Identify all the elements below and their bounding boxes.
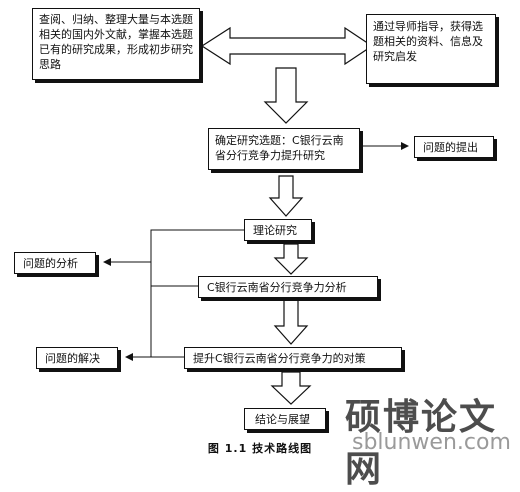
bracket-solution (150, 285, 198, 358)
advisor-text: 通过导师指导，获得选题相关的资料、信息及研究启发 (373, 20, 483, 63)
down-arrow-to-conclusion (270, 371, 312, 405)
theory-text: 理论研究 (253, 224, 297, 237)
connector-layer (103, 26, 409, 405)
problem-solution-box: 问题的解决 (36, 347, 118, 369)
problem-raised-box: 问题的提出 (414, 136, 494, 158)
strategy-box: 提升C银行云南省分行竞争力的对策 (184, 347, 402, 369)
figure-caption: 图 1.1 技术路线图 (207, 442, 313, 455)
down-arrow-to-topic (263, 67, 309, 124)
topic-box: 确定研究选题：C银行云南省分行竞争力提升研究 (208, 128, 360, 170)
problem-analysis-text: 问题的分析 (23, 257, 78, 270)
strategy-text: 提升C银行云南省分行竞争力的对策 (193, 352, 366, 365)
problem-analysis-box: 问题的分析 (14, 252, 96, 274)
down-arrow-to-competitiveness (273, 243, 309, 275)
down-arrow-to-theory (268, 175, 304, 217)
competitiveness-analysis-box: C银行云南省分行竞争力分析 (198, 276, 378, 298)
advisor-box: 通过导师指导，获得选题相关的资料、信息及研究启发 (366, 14, 496, 84)
literature-text: 查阅、归纳、整理大量与本选题相关的国内外文献，掌握本选题已有的研究成果，形成初步… (39, 13, 193, 71)
theory-box: 理论研究 (244, 219, 312, 241)
watermark-url: sblunwen.com (352, 430, 511, 455)
double-arrow (200, 26, 374, 66)
down-arrow-to-strategy (273, 299, 309, 345)
conclusion-text: 结论与展望 (255, 413, 310, 426)
competitiveness-analysis-text: C银行云南省分行竞争力分析 (207, 281, 347, 294)
conclusion-box: 结论与展望 (244, 408, 326, 430)
topic-text: 确定研究选题：C银行云南省分行竞争力提升研究 (215, 134, 344, 162)
problem-raised-text: 问题的提出 (423, 141, 478, 154)
problem-solution-text: 问题的解决 (45, 352, 100, 365)
literature-box: 查阅、归纳、整理大量与本选题相关的国内外文献，掌握本选题已有的研究成果，形成初步… (32, 8, 200, 80)
